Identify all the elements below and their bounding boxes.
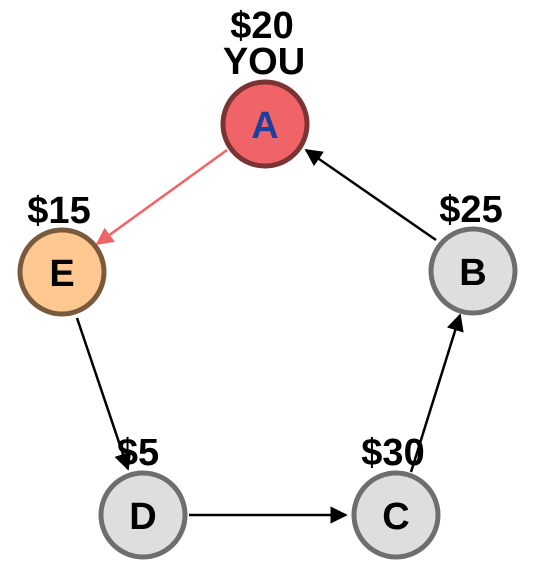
node-c-circle: [351, 470, 441, 560]
node-d-letter: D: [129, 496, 156, 538]
node-c[interactable]: C: [351, 470, 441, 560]
node-e[interactable]: E: [17, 227, 107, 317]
edge-c-to-b: [409, 313, 464, 473]
edge-b-to-a: [304, 148, 437, 242]
node-a-circle: [220, 79, 310, 169]
edge-e-to-d: [75, 317, 132, 471]
node-a-letter: A: [251, 105, 278, 147]
node-a-amount: $20: [230, 5, 293, 47]
node-b[interactable]: B: [428, 226, 518, 316]
node-e-circle: [17, 227, 107, 317]
edge-a-to-e: [95, 148, 228, 246]
node-c-letter: C: [382, 496, 409, 538]
node-d-circle: [98, 470, 188, 560]
you-label: YOU: [223, 41, 305, 83]
node-d-amount: $5: [117, 432, 159, 474]
node-b-circle: [428, 226, 518, 316]
node-d[interactable]: D: [98, 470, 188, 560]
node-c-amount: $30: [361, 432, 424, 474]
node-e-amount: $15: [27, 190, 90, 232]
node-b-letter: B: [459, 252, 486, 294]
node-a[interactable]: A: [220, 79, 310, 169]
node-e-letter: E: [49, 253, 74, 295]
node-b-amount: $25: [439, 189, 502, 231]
